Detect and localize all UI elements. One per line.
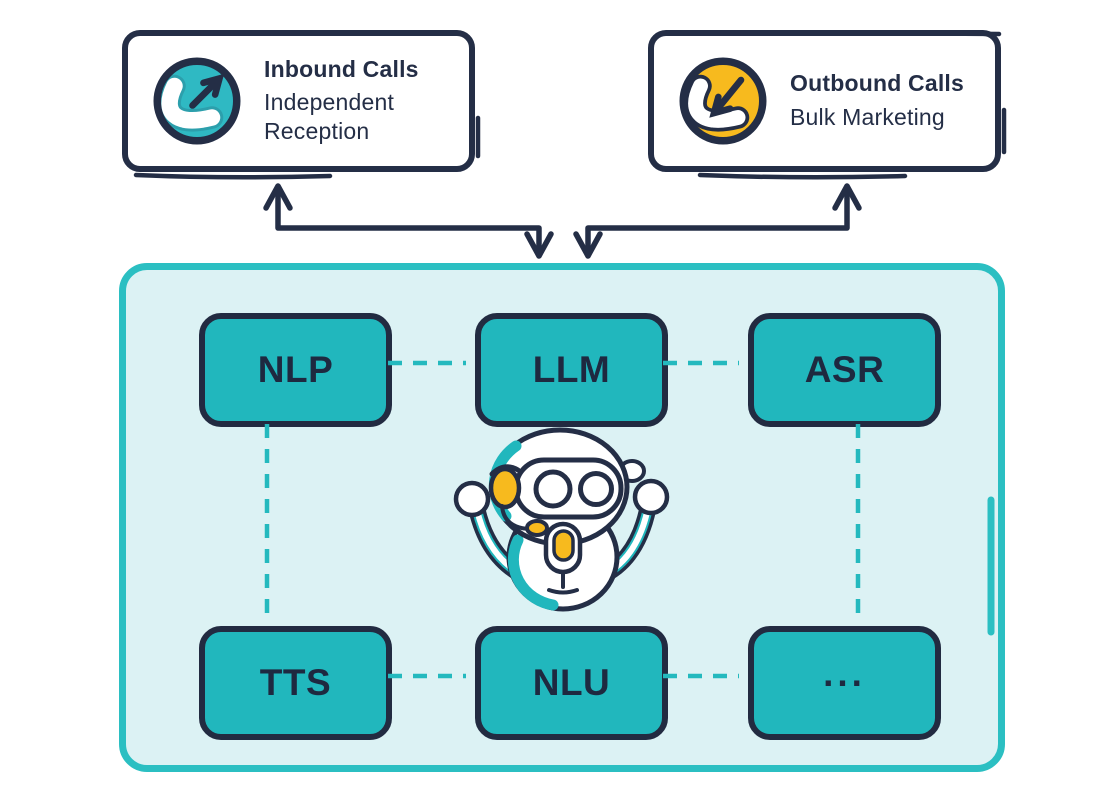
outbound-card-subtitle: Bulk Marketing [790, 103, 945, 130]
inbound-call-icon [152, 56, 242, 146]
outbound-card-text: Outbound Calls Bulk Marketing [790, 70, 995, 132]
module-more-label: ... [823, 653, 866, 694]
inbound-card-subtitle: Independent Reception [264, 89, 395, 145]
outbound-call-icon [678, 56, 768, 146]
phone-arrow-up-right-icon [153, 57, 241, 145]
arrow-down-left [709, 76, 745, 118]
inbound-calls-card: Inbound Calls Independent Reception [122, 30, 475, 172]
module-llm: LLM [475, 313, 668, 427]
outbound-engine-arrow [573, 183, 862, 259]
module-nlp-label: NLP [257, 349, 334, 390]
outbound-calls-card: Outbound Calls Bulk Marketing [648, 30, 1001, 172]
module-asr: ASR [748, 313, 941, 427]
outbound-card-title: Outbound Calls [790, 70, 965, 97]
inbound-engine-arrow [263, 183, 554, 259]
ai-engine-panel: NLP LLM ASR TTS NLU ... [119, 263, 1005, 772]
phone-arrow-down-left-icon [679, 57, 767, 145]
module-tts-label: TTS [259, 662, 332, 703]
module-more: ... [748, 626, 941, 740]
inbound-card-title: Inbound Calls [264, 55, 419, 82]
module-nlu-label: NLU [532, 662, 611, 703]
module-tts: TTS [199, 626, 392, 740]
arrow-up-right [189, 73, 225, 109]
module-llm-label: LLM [532, 349, 611, 390]
module-asr-label: ASR [804, 349, 885, 390]
inbound-card-text: Inbound Calls Independent Reception [264, 56, 469, 147]
module-nlp: NLP [199, 313, 392, 427]
module-nlu: NLU [475, 626, 668, 740]
